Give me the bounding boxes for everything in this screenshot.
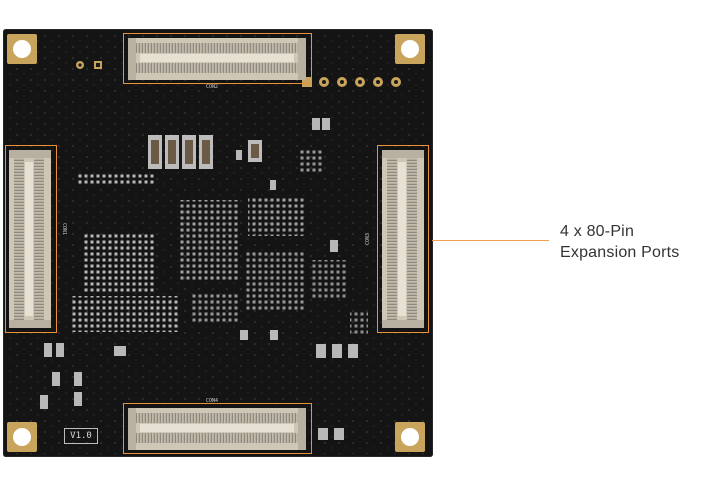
highlight-box-bottom-connector [123,403,312,454]
callout-line-1: 4 x 80-Pin [560,223,635,240]
header-pads [302,77,401,87]
mounting-hole-bottom-right [395,422,425,452]
component-footprints [70,150,368,334]
connector-top [128,38,306,80]
connector-bottom [128,408,306,450]
connector-left [9,150,51,328]
callout-label: 4 x 80-Pin Expansion Ports [560,221,710,263]
power-components [148,135,262,169]
mounting-hole-top-left [7,34,37,64]
silkscreen-con3: CON3 [365,232,372,246]
smd-components [40,118,358,440]
silkscreen-con1: CON1 [61,222,68,236]
callout-line-2: Expansion Ports [560,244,680,261]
connector-right [382,150,424,328]
mounting-hole-top-right [395,34,425,64]
callout-leader-line [432,240,549,241]
silkscreen-con2: CON2 [206,84,219,90]
mounting-hole-bottom-left [7,422,37,452]
silkscreen-con4: CON4 [206,398,219,404]
highlight-box-top-connector [123,33,312,84]
version-label: V1.0 [64,428,98,444]
highlight-box-right-connector [377,145,429,333]
highlight-box-left-connector [5,145,57,333]
